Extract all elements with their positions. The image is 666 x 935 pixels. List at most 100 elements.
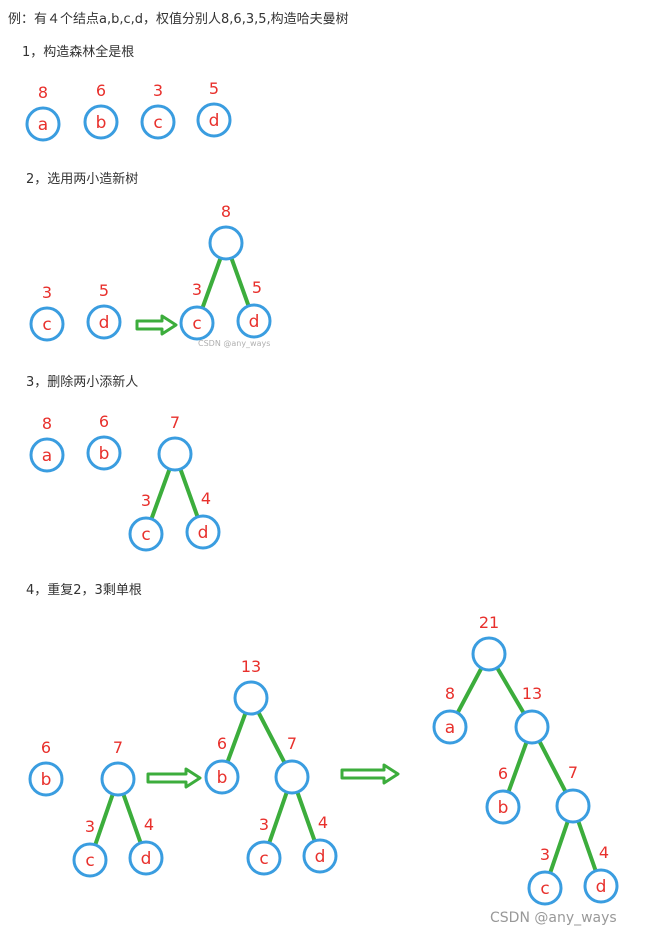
node-s3-a: a8 [29, 414, 65, 473]
edge-s2-root-s2-rd [229, 256, 251, 308]
node-t1-d: d4 [128, 815, 164, 876]
edge-s2-root-s2-rc [200, 256, 223, 310]
node-circle [471, 636, 507, 672]
node-circle [83, 104, 119, 140]
node-weight: 7 [170, 413, 180, 432]
node-weight: 5 [209, 79, 219, 98]
node-circle [86, 435, 122, 471]
node-circle [196, 102, 232, 138]
node-label: c [153, 113, 162, 133]
step-3-heading: 3，删除两小添新人 [26, 375, 139, 390]
node-circle [583, 868, 619, 904]
edge-t1-root-t1-d [121, 792, 143, 845]
node-weight: 5 [252, 278, 262, 297]
node-label: d [209, 111, 220, 131]
watermark: CSDN @any_ways [490, 910, 617, 926]
node-weight: 8 [445, 684, 455, 703]
node-weight: 4 [599, 843, 609, 862]
node-circle [527, 870, 563, 906]
node-s1-b: b6 [83, 81, 119, 140]
node-s2-c: c3 [29, 283, 65, 342]
node-weight: 6 [217, 734, 227, 753]
edge-s3-root-s3-d [178, 467, 200, 519]
node-weight: 13 [241, 657, 261, 676]
node-weight: 13 [522, 684, 542, 703]
node-s2-d: d5 [86, 281, 122, 340]
node-circle [28, 761, 64, 797]
step-4-heading: 4，重复2，3剩单根 [26, 583, 142, 598]
edges-layer [93, 256, 598, 875]
node-label: b [99, 444, 110, 464]
node-s2-rd: d5 [236, 278, 272, 339]
arrows-layer [135, 314, 400, 789]
node-label: b [41, 770, 52, 790]
step-2-heading: 2，选用两小造新树 [26, 172, 139, 187]
node-label: c [42, 315, 51, 335]
node-t3-d: d4 [583, 843, 619, 904]
node-weight: 7 [568, 763, 578, 782]
text-layer: CSDN @any_ways CSDN @any_ways [198, 339, 617, 926]
node-circle [485, 789, 521, 825]
node-s3-root: 7 [157, 413, 193, 472]
edge-t3-n7-t3-d [576, 819, 598, 873]
node-label: a [445, 718, 455, 738]
node-s2-root: 8 [208, 202, 244, 261]
node-weight: 8 [42, 414, 52, 433]
node-weight: 21 [479, 613, 499, 632]
node-weight: 3 [192, 280, 202, 299]
node-weight: 3 [259, 815, 269, 834]
node-circle [29, 306, 65, 342]
node-circle [128, 516, 164, 552]
node-circle [140, 104, 176, 140]
node-label: c [85, 851, 94, 871]
node-t3-root: 21 [471, 613, 507, 672]
arrow-step2 [135, 314, 178, 336]
edge-t1-root-t1-c [93, 792, 115, 847]
node-weight: 8 [221, 202, 231, 221]
node-label: c [540, 879, 549, 899]
node-label: c [192, 314, 201, 334]
node-circle [274, 759, 310, 795]
node-weight: 4 [201, 489, 211, 508]
edge-t3-root-t3-n13 [495, 665, 526, 716]
node-label: a [42, 446, 52, 466]
node-circle [208, 225, 244, 261]
node-weight: 5 [99, 281, 109, 300]
node-label: a [38, 115, 48, 135]
node-t2-d: d4 [302, 813, 338, 874]
node-s3-c: c3 [128, 491, 164, 552]
edge-t2-root-t2-b [225, 711, 248, 764]
node-circle [246, 840, 282, 876]
node-circle [157, 436, 193, 472]
node-label: d [141, 849, 152, 869]
node-s3-b: b6 [86, 412, 122, 471]
node-weight: 6 [99, 412, 109, 431]
node-circle [555, 788, 591, 824]
node-t3-c: c3 [527, 845, 563, 906]
node-label: d [99, 313, 110, 333]
node-weight: 8 [38, 83, 48, 102]
node-s3-d: d4 [185, 489, 221, 550]
node-circle [29, 437, 65, 473]
node-circle [233, 680, 269, 716]
node-label: c [141, 525, 150, 545]
node-s1-c: c3 [140, 81, 176, 140]
node-s1-a: a8 [25, 83, 61, 142]
step-1-heading: 1，构造森林全是根 [22, 45, 135, 60]
node-circle [302, 838, 338, 874]
node-weight: 7 [287, 734, 297, 753]
node-t2-n7: 7 [274, 734, 310, 795]
node-t3-n7: 7 [555, 763, 591, 824]
node-label: d [249, 312, 260, 332]
arrow-step4-first [146, 767, 202, 789]
node-circle [128, 840, 164, 876]
node-weight: 7 [113, 738, 123, 757]
node-t2-c: c3 [246, 815, 282, 876]
node-circle [204, 759, 240, 795]
edge-t3-n13-t3-b [506, 740, 529, 794]
node-weight: 6 [498, 764, 508, 783]
node-circle [179, 305, 215, 341]
node-weight: 6 [96, 81, 106, 100]
